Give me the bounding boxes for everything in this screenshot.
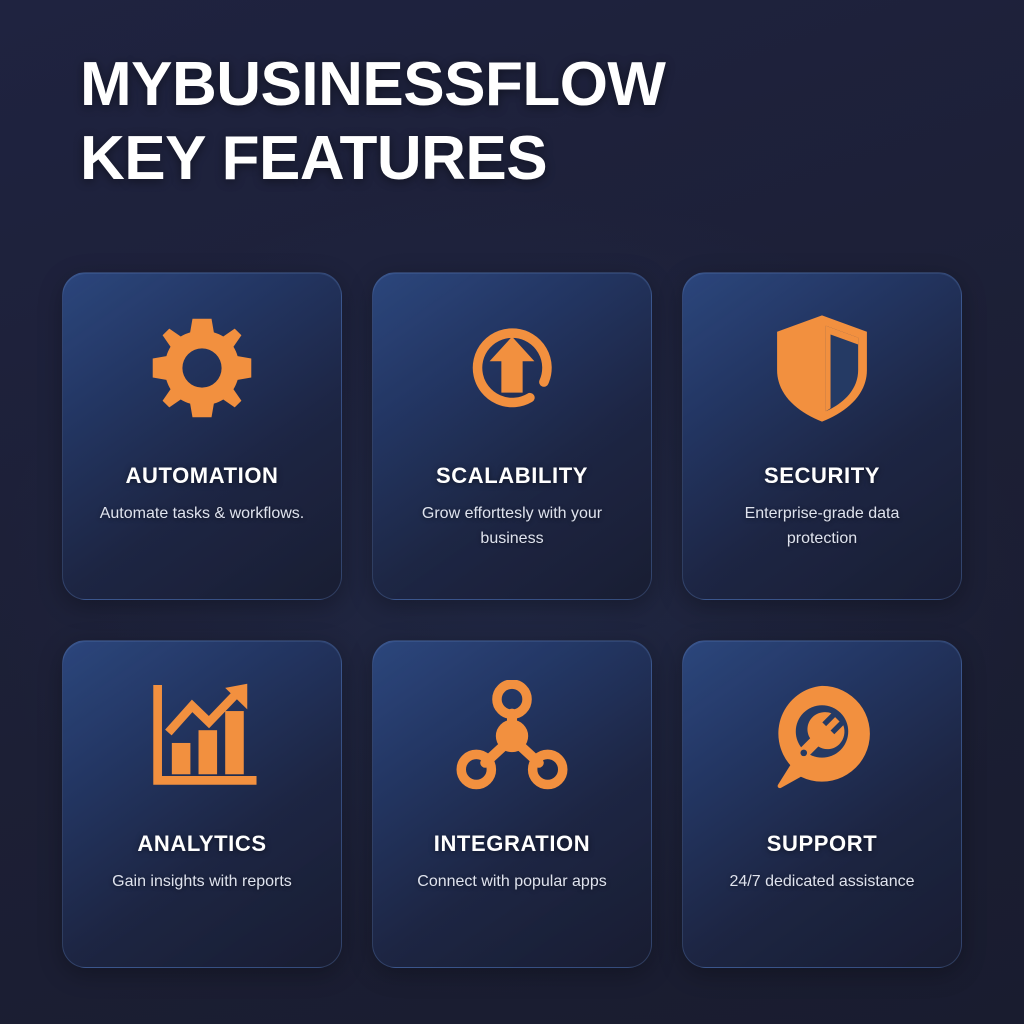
feature-title: SUPPORT	[766, 831, 878, 856]
feature-description: Grow efforttesly with your business	[421, 505, 603, 547]
network-nodes-icon	[373, 641, 651, 831]
feature-title: SECURITY	[763, 463, 881, 488]
feature-title: AUTOMATION	[125, 463, 279, 488]
circular-arrow-up-icon	[373, 273, 651, 463]
feature-title: INTEGRATION	[433, 831, 591, 856]
feature-card-security[interactable]: SECURITY Enterprise-grade data protectio…	[682, 272, 962, 600]
chat-bubble-wrench-icon	[683, 641, 961, 831]
gear-icon	[63, 273, 341, 463]
shield-icon	[683, 273, 961, 463]
page-title-line-2: KEY FEATURES	[80, 124, 548, 193]
feature-title: SCALABILITY	[435, 463, 589, 488]
feature-title: ANALYTICS	[137, 831, 267, 856]
feature-description: Connect with popular apps	[417, 873, 607, 890]
page-title: MYBUSINESSFLOW KEY FEATURES	[80, 48, 960, 196]
feature-card-integration[interactable]: INTEGRATION Connect with popular apps	[372, 640, 652, 968]
feature-description: Automate tasks & workflows.	[99, 505, 305, 522]
bar-chart-growth-icon	[63, 641, 341, 831]
feature-description: Enterprise-grade data protection	[744, 505, 900, 547]
feature-card-automation[interactable]: AUTOMATION Automate tasks & workflows.	[62, 272, 342, 600]
feature-card-analytics[interactable]: ANALYTICS Gain insights with reports	[62, 640, 342, 968]
feature-description: Gain insights with reports	[112, 873, 292, 890]
feature-card-scalability[interactable]: SCALABILITY Grow efforttesly with your b…	[372, 272, 652, 600]
feature-card-grid: AUTOMATION Automate tasks & workflows. S…	[62, 272, 962, 968]
page-title-line-1: MYBUSINESSFLOW	[80, 50, 666, 119]
feature-description: 24/7 dedicated assistance	[729, 873, 915, 890]
feature-card-support[interactable]: SUPPORT 24/7 dedicated assistance	[682, 640, 962, 968]
